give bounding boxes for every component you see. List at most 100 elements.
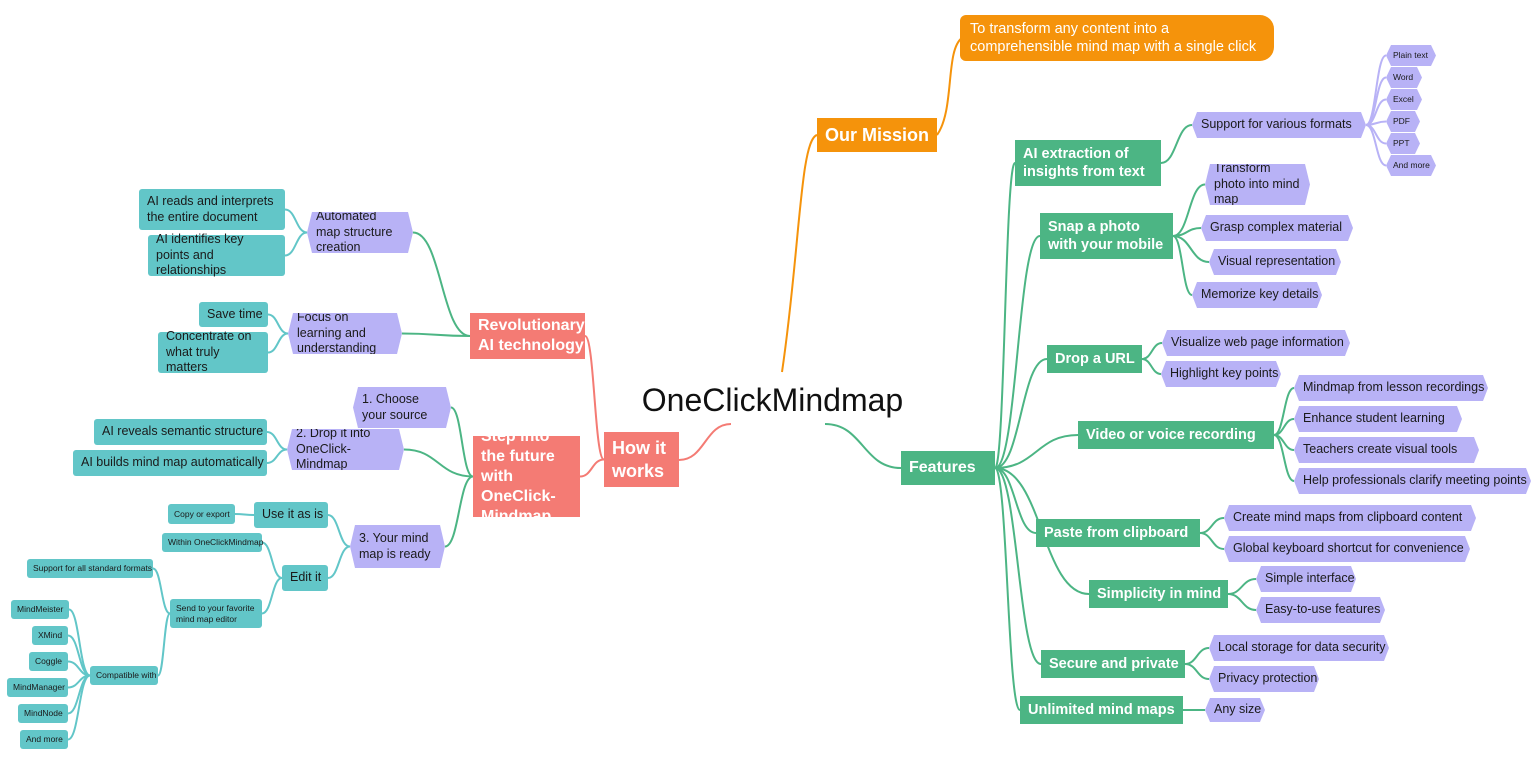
format-item[interactable]: Plain text [1386,45,1436,66]
features-topic[interactable]: Features [901,451,995,485]
format-item[interactable]: And more [1386,155,1436,176]
automated-item[interactable]: AI reads and interprets the entire docum… [139,189,285,230]
connector [1160,124,1193,164]
standard-formats-node[interactable]: Support for all standard formats [27,559,153,578]
secure-item[interactable]: Privacy protection [1209,666,1319,692]
url-item[interactable]: Visualize web page information [1162,330,1350,356]
format-item[interactable]: PDF [1386,111,1420,132]
editor-item[interactable]: Coggle [29,652,68,671]
feature-ai-extraction[interactable]: AI extraction of insights from text [1015,140,1161,186]
connector [781,134,818,373]
focus-item[interactable]: Save time [199,302,268,327]
connector [579,458,605,478]
use-as-is-node[interactable]: Use it as is [254,502,328,528]
feature-clipboard[interactable]: Paste from clipboard [1036,519,1200,547]
secure-item[interactable]: Local storage for data security [1209,635,1389,661]
connector [1199,532,1225,550]
unlimited-item[interactable]: Any size [1205,698,1265,722]
photo-item[interactable]: Visual representation [1209,249,1341,275]
feature-unlimited[interactable]: Unlimited mind maps [1020,696,1183,724]
automated-structure-node[interactable]: Automated map structure creation [307,212,413,253]
feature-simplicity[interactable]: Simplicity in mind [1089,580,1228,608]
simplicity-item[interactable]: Easy-to-use features [1256,597,1385,623]
clipboard-item[interactable]: Create mind maps from clipboard content [1224,505,1476,531]
feature-drop-url[interactable]: Drop a URL [1047,345,1142,373]
connector [1172,235,1193,296]
connector [266,448,288,464]
central-topic[interactable]: OneClickMindmap [640,378,905,422]
simplicity-item[interactable]: Simple interface [1256,566,1356,592]
connector [403,448,474,478]
clipboard-item[interactable]: Global keyboard shortcut for convenience [1224,536,1470,562]
editor-item[interactable]: XMind [32,626,68,645]
connector [284,231,308,257]
connector [1141,358,1162,375]
connector [261,541,283,579]
step-into-future-node[interactable]: Step into the future with OneClick-Mindm… [473,428,580,525]
connector [994,467,1037,534]
connector [1273,434,1295,482]
photo-item[interactable]: Grasp complex material [1201,215,1353,241]
automated-item[interactable]: AI identifies key points and relationshi… [148,232,285,277]
connector [1172,183,1206,237]
connector [994,467,1021,711]
connector [284,208,308,234]
mission-topic[interactable]: Our Mission [817,118,937,152]
edit-it-node[interactable]: Edit it [282,565,328,591]
connector [1227,593,1257,611]
editor-item[interactable]: MindManager [7,678,68,697]
step-drop-it[interactable]: 2. Drop it into OneClick-Mindmap [287,429,404,470]
connector [994,162,1016,469]
connector [584,335,605,461]
mission-statement[interactable]: To transform any content into a comprehe… [960,15,1274,61]
connector [824,423,902,469]
formats-node[interactable]: Support for various formats [1192,112,1366,138]
video-item[interactable]: Enhance student learning [1294,406,1462,432]
url-item[interactable]: Highlight key points [1161,361,1281,387]
format-item[interactable]: PPT [1386,133,1420,154]
how-it-works-topic[interactable]: How it works [604,432,679,487]
step-choose-source[interactable]: 1. Choose your source [353,387,451,428]
feature-snap-photo[interactable]: Snap a photo with your mobile [1040,213,1173,259]
feature-video-voice[interactable]: Video or voice recording [1078,421,1274,449]
copy-export-node[interactable]: Copy or export [168,504,235,524]
editor-item[interactable]: And more [20,730,68,749]
connector [1172,235,1210,263]
connector [994,358,1048,469]
connector [327,514,351,548]
connector [152,567,171,615]
within-node[interactable]: Within OneClickMindmap [162,533,263,552]
step-map-ready[interactable]: 3. Your mind map is ready [350,525,445,568]
connector [450,406,474,478]
connector [444,475,474,548]
connector [994,467,1042,665]
editor-item[interactable]: MindNode [18,704,68,723]
video-item[interactable]: Help professionals clarify meeting point… [1294,468,1531,494]
connector [994,235,1041,469]
video-item[interactable]: Mindmap from lesson recordings [1294,375,1488,401]
format-item[interactable]: Excel [1386,89,1422,110]
connector [327,545,351,579]
connector [67,674,91,741]
connector [936,37,963,136]
drop-item[interactable]: AI builds mind map automatically [73,450,267,476]
connector [678,423,732,461]
format-item[interactable]: Word [1386,67,1422,88]
editor-item[interactable]: MindMeister [11,600,69,619]
send-editor-node[interactable]: Send to your favorite mind map editor [170,599,262,628]
video-item[interactable]: Teachers create visual tools [1294,437,1479,463]
drop-item[interactable]: AI reveals semantic structure [94,419,267,445]
photo-item[interactable]: Transform photo into mind map [1205,164,1310,205]
connector [1365,124,1387,167]
feature-secure[interactable]: Secure and private [1041,650,1185,678]
connector [1184,663,1210,680]
photo-item[interactable]: Memorize key details [1192,282,1322,308]
connector [412,231,471,337]
compatible-with-node[interactable]: Compatible with [90,666,158,685]
revolutionary-ai-node[interactable]: Revolutionary AI technology [470,313,585,359]
connector [267,332,289,354]
focus-item[interactable]: Concentrate on what truly matters [158,329,268,374]
focus-learning-node[interactable]: Focus on learning and understanding [288,313,402,354]
